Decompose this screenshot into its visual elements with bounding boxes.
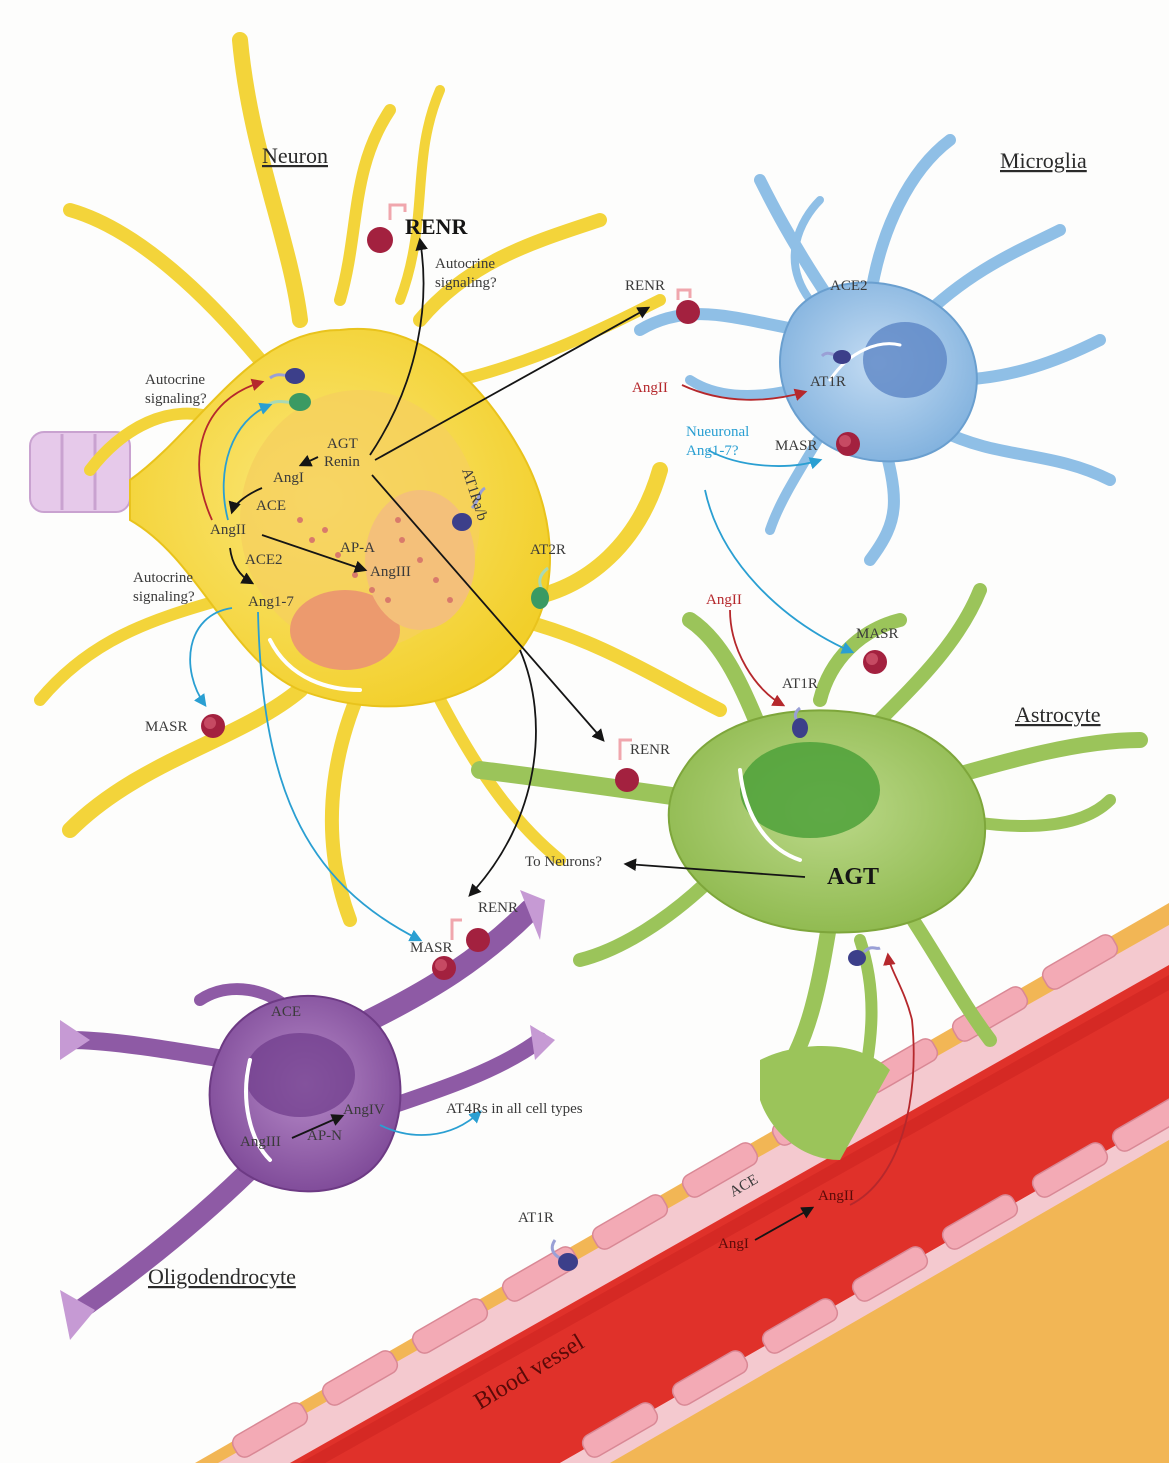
autocrine-left-line2: signaling?: [145, 391, 207, 407]
astrocyte-angii-label: AngII: [706, 592, 742, 608]
microglia-masr-label: MASR: [775, 438, 818, 454]
arrow-vessel-angi-to-angii: [754, 1206, 815, 1241]
at1rab-receptor-neuron: [452, 486, 486, 531]
vessel-at1r-label: AT1R: [518, 1210, 554, 1226]
neuron-dendrites: [34, 32, 727, 927]
arrow-astrocyte-angii-at1r: [729, 609, 786, 707]
arrow-angiii-to-angiv: [291, 1114, 345, 1139]
neuron-ace-label: ACE: [256, 498, 286, 514]
autocrine-top-line2: signaling?: [435, 275, 497, 291]
neuron-nucleus: [240, 390, 480, 692]
masr-receptor-oligo: [432, 956, 456, 980]
arrow-agt-to-angi: [298, 455, 319, 467]
neuron-renin-label: Renin: [324, 454, 360, 470]
arrow-angii-to-angiii: [261, 534, 368, 573]
astrocyte-at1r-label: AT1R: [782, 676, 818, 692]
neuron-ang17-label: Ang1-7: [248, 594, 294, 610]
neuronal-ang17-line1: Nueuronal: [686, 424, 749, 440]
astrocyte-masr-label: MASR: [856, 626, 899, 642]
microglia-at1r-label: AT1R: [810, 374, 846, 390]
arrow-renin-to-astrocyte: [371, 474, 605, 742]
autocrine-mid-line2: signaling?: [133, 589, 195, 605]
neuron-renr-label: RENR: [405, 214, 468, 239]
arrow-angii-autocrine-red: [198, 378, 265, 521]
arrow-renin-to-renr: [369, 237, 428, 456]
microglia-renr-label: RENR: [625, 278, 665, 294]
arrow-neuronal-ang17-to-astrocyte: [704, 489, 855, 654]
astrocyte-renr-label: RENR: [630, 742, 670, 758]
arrow-agt-to-neurons: [623, 858, 806, 878]
arrow-renin-to-microglia: [374, 306, 651, 461]
neuron-ace2-label: ACE2: [245, 552, 283, 568]
arrow-neuronal-ang17-to-microglia: [707, 449, 823, 470]
at2r-receptor-neuron-right: [531, 566, 549, 609]
neuron-angii-label: AngII: [210, 522, 246, 538]
oligo-masr-label: MASR: [410, 940, 453, 956]
renr-receptor-microglia: [676, 288, 700, 324]
masr-receptor-astrocyte: [863, 650, 887, 674]
neuron-agt-label: AGT: [327, 436, 358, 452]
arrow-microglia-angii-at1r: [681, 384, 808, 401]
astrocyte-foot: [760, 1046, 890, 1160]
vessel-angi-label: AngI: [718, 1236, 749, 1252]
arrow-to-oligo-renr: [468, 649, 537, 897]
to-neurons-label: To Neurons?: [525, 854, 602, 870]
neuron-title: Neuron: [262, 143, 328, 168]
at4rs-label: AT4Rs in all cell types: [446, 1101, 583, 1117]
microglia-nucleus: [863, 322, 947, 398]
at1r-receptor-vessel: [550, 1239, 578, 1271]
neuronal-ang17-line2: Ang1-7?: [686, 443, 739, 459]
at1r-receptor-microglia: [820, 350, 851, 364]
oligo-angiii-label: AngIII: [240, 1134, 281, 1150]
renr-receptor-neuron: [367, 203, 407, 253]
neuron-angiii-label: AngIII: [370, 564, 411, 580]
neuron-cell: [29, 32, 727, 927]
blood-vessel: [195, 903, 1169, 1463]
astrocyte-title: Astrocyte: [1015, 702, 1101, 727]
microglia-processes: [634, 134, 1116, 566]
arrow-angi-to-angii: [228, 487, 263, 515]
autocrine-mid-line1: Autocrine: [133, 570, 193, 586]
receptors: [201, 203, 887, 1271]
masr-receptor-neuron: [201, 714, 225, 738]
astrocyte-agt-label: AGT: [827, 864, 879, 890]
arrow-vessel-angii-to-astrocyte: [849, 952, 915, 1206]
oligo-nucleus: [245, 1033, 355, 1117]
oligo-angiv-label: AngIV: [343, 1102, 385, 1118]
at1r-receptor-neuron-top: [269, 368, 305, 384]
oligo-renr-label: RENR: [478, 900, 518, 916]
renr-receptor-oligo: [450, 918, 490, 952]
arrow-ang17-autocrine-cyan: [222, 402, 273, 521]
arrow-angii-to-ang17: [229, 547, 255, 585]
arrow-ang17-to-masr-oligo: [257, 611, 423, 942]
astrocyte-cell: [471, 583, 1148, 1160]
oligo-ap-n-label: AP-N: [307, 1128, 342, 1144]
neuron-masr-label: MASR: [145, 719, 188, 735]
neuron-angi-label: AngI: [273, 470, 304, 486]
astrocyte-nucleus: [740, 742, 880, 838]
autocrine-top-line1: Autocrine: [435, 256, 495, 272]
arrow-angiv-to-at4rs: [379, 1110, 482, 1136]
autocrine-left-line1: Autocrine: [145, 372, 205, 388]
neuron-at2r-label: AT2R: [530, 542, 566, 558]
vessel-angii-label: AngII: [818, 1188, 854, 1204]
microglia-ace2-label: ACE2: [830, 278, 868, 294]
renr-receptor-astrocyte: [615, 738, 639, 792]
at1r-receptor-astrocyte-foot: [848, 946, 881, 966]
microglia-title: Microglia: [1000, 148, 1087, 173]
masr-receptor-microglia: [836, 432, 860, 456]
oligo-ace-label: ACE: [271, 1004, 301, 1020]
arrow-ang17-to-masr-neuron: [189, 607, 233, 708]
oligodendrocyte-title: Oligodendrocyte: [148, 1264, 296, 1289]
at1r-receptor-astrocyte: [792, 706, 808, 738]
microglia-angii-label: AngII: [632, 380, 668, 396]
microglia-cell: [634, 134, 1116, 566]
arrows: [189, 237, 915, 1241]
neuron-ap-a-label: AP-A: [340, 540, 375, 556]
